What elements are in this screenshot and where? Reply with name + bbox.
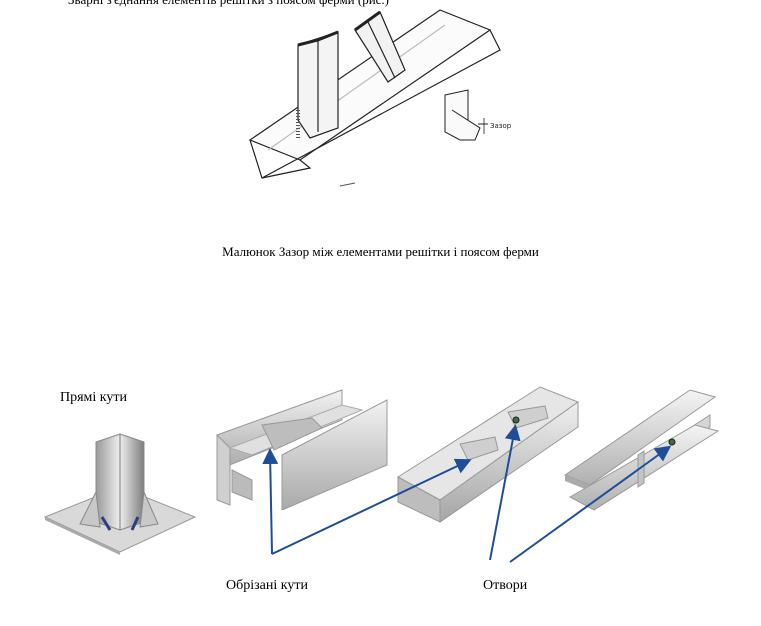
hole [668,438,676,446]
column-base-figure [43,433,197,555]
beam-ibeam-figure [563,389,720,511]
gap-detail [444,89,488,141]
label-straight-corners: Прямі кути [60,390,128,405]
truss-gap-figure: Зазор [248,9,512,187]
beam-channel-figure [397,386,580,523]
hole [512,416,520,424]
top-text-fragment: Зварні з'єднання елементів решітки з поя… [68,0,389,8]
beam-cut-corners-figure [216,389,388,510]
lattice-vertical [296,30,339,140]
stiffener-left [79,490,101,528]
label-holes: Отвори [483,578,528,593]
lattice-diagonal [354,10,406,83]
label-cut-corners: Обрізані кути [226,578,308,593]
figure-caption: Малюнок Зазор між елементами решітки і п… [222,244,539,259]
stiffener-right [139,490,159,528]
gap-label: Зазор [490,122,512,130]
